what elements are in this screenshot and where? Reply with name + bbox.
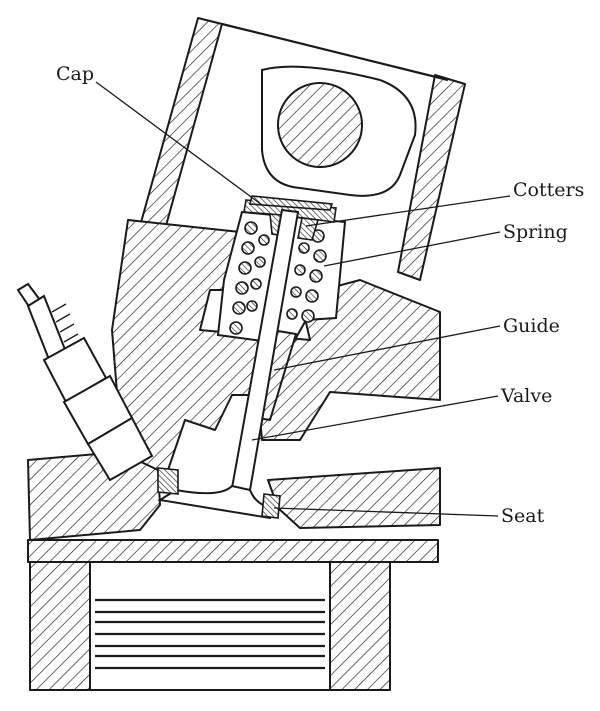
label-spring: Spring — [503, 221, 568, 243]
valve-seat — [157, 467, 281, 519]
label-cotters: Cotters — [513, 179, 584, 201]
valve — [157, 208, 300, 520]
cap-leader — [95, 81, 263, 206]
cylinder-block — [27, 539, 439, 691]
label-leaders — [95, 81, 511, 517]
valve-spring — [229, 221, 327, 335]
camshaft — [261, 65, 417, 197]
spark-plug — [16, 282, 154, 482]
seat-leader — [273, 507, 499, 517]
label-cap: Cap — [56, 63, 94, 85]
label-guide: Guide — [503, 315, 560, 337]
cotters-leader — [305, 195, 511, 227]
spring-leader — [323, 231, 501, 267]
label-seat: Seat — [501, 505, 545, 527]
valve-leader — [251, 395, 499, 441]
guide-leader — [273, 325, 501, 371]
label-valve: Valve — [500, 385, 552, 407]
